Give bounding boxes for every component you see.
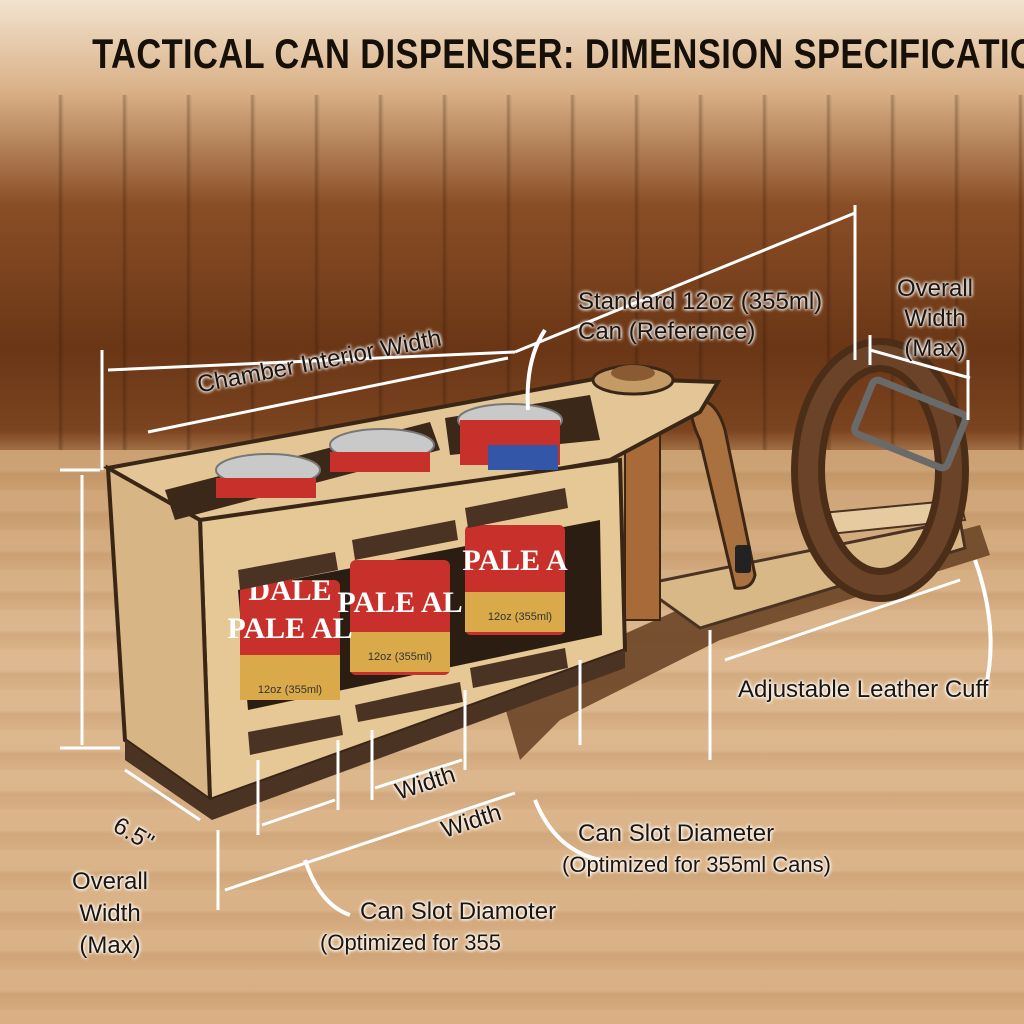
- overall-width-left-line1: Overall: [71, 868, 149, 895]
- width-line-long: [224, 791, 516, 892]
- overall-width-left-line3: (Max): [79, 932, 141, 959]
- chamber-width-line: [147, 356, 509, 434]
- overall-width-left-line2: Width: [79, 900, 141, 927]
- can-slot-diameter-line2: (Optimized for 355ml Cans): [562, 852, 831, 877]
- slot-diam-arrow-2: [303, 859, 351, 917]
- dimension-lines: [60, 205, 993, 917]
- adjustable-cuff-label: Adjustable Leather Cuff: [738, 676, 989, 703]
- depth-line: [124, 768, 201, 822]
- chamber-top-line: [107, 350, 516, 372]
- overall-width-right-line2: Width: [904, 305, 966, 332]
- width-line-short-2: [374, 758, 463, 790]
- cuff-width-line: [724, 578, 961, 662]
- can-style-2: PALE AL: [337, 586, 462, 619]
- overall-width-right-line: [869, 348, 971, 380]
- width-line-short-1: [261, 798, 336, 827]
- standard-can-label-line1: Standard 12oz (355ml): [578, 288, 823, 315]
- overall-width-right-line1: Overall: [896, 275, 974, 302]
- can-volume-1: 12oz (355ml): [258, 684, 322, 696]
- cans: DALE PALE AL 12oz (355ml) PALE AL 12oz (…: [215, 403, 568, 700]
- overall-width-right-line3: (Max): [904, 335, 966, 362]
- can-slot-diameter-2-line2: (Optimized for 355: [320, 930, 501, 955]
- slats: [238, 488, 568, 755]
- cuff-arrow: [973, 559, 993, 691]
- standard-can-label-line2: Can (Reference): [578, 318, 756, 345]
- can-volume-3: 12oz (355ml): [488, 611, 552, 623]
- can-ref-arrow: [525, 328, 547, 411]
- can-slot-diameter-line1: Can Slot Diameter: [578, 820, 775, 847]
- leather-cuff: [791, 338, 969, 602]
- can-style-3: PALE A: [462, 544, 568, 577]
- can-style-1: PALE AL: [227, 612, 352, 645]
- slot-diam-arrow: [533, 799, 601, 862]
- page-title: TACTICAL CAN DISPENSER: DIMENSION SPECIF…: [92, 30, 1024, 77]
- can-slot-diameter-2-line1: Can Slot Diamoter: [360, 898, 557, 925]
- can-volume-2: 12oz (355ml): [368, 651, 432, 663]
